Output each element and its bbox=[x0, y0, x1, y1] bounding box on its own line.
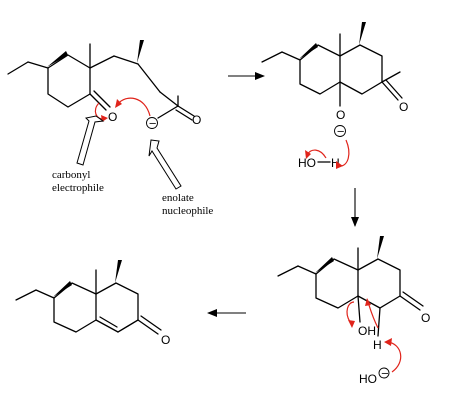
enone-alkene-bond bbox=[117, 319, 139, 333]
hydroxyl-group: OH bbox=[358, 324, 376, 338]
ethyl-bond-2 bbox=[27, 61, 49, 69]
hydroxide-attack-arrowhead bbox=[384, 338, 392, 346]
ketone-bond-a bbox=[177, 105, 195, 117]
enolate-carbon-bond bbox=[157, 105, 179, 119]
water-hydroxyl: HO bbox=[298, 156, 316, 170]
carbonyl-label-line1: carbonyl bbox=[52, 169, 90, 181]
right-ring bbox=[357, 258, 401, 309]
ethyl-bond-2 bbox=[297, 265, 317, 275]
chain-bond-3 bbox=[137, 63, 161, 93]
chain-bond-2 bbox=[113, 55, 139, 65]
ethyl-bond-2 bbox=[281, 51, 301, 61]
ethyl-wedge bbox=[315, 257, 334, 273]
left-ring bbox=[299, 44, 341, 95]
enone-double-bond bbox=[99, 316, 118, 328]
ch-bond-arrowhead bbox=[365, 298, 371, 306]
ring-methyl-wedge bbox=[115, 260, 122, 283]
ethyl-bond-1 bbox=[261, 51, 283, 63]
ketone-bond-a bbox=[399, 295, 421, 311]
carbonyl-label-line2: electrophile bbox=[52, 182, 104, 194]
alkoxide-charge-sign: − bbox=[337, 127, 345, 138]
ring-carbonyl-bond-a bbox=[89, 93, 107, 111]
ring-methyl-wedge bbox=[377, 236, 384, 259]
oh-leaving-arrow bbox=[346, 301, 355, 323]
enolate-attack-arrowhead bbox=[115, 99, 122, 108]
enolate-label-line1: enolate bbox=[162, 192, 194, 204]
enolate-pointer-arrow bbox=[148, 139, 182, 190]
ethyl-wedge bbox=[47, 51, 68, 67]
hydroxide-charge-sign: − bbox=[381, 369, 389, 380]
ketone-oxygen: O bbox=[421, 311, 430, 325]
ketone-bond-b bbox=[175, 109, 193, 121]
carbonyl-oxygen: O bbox=[108, 110, 117, 124]
ring-methyl-wedge bbox=[359, 22, 366, 45]
ethyl-bond-1 bbox=[277, 265, 299, 277]
alpha-hydrogen-bond bbox=[377, 307, 381, 337]
alkoxide-deprotonation-arrow bbox=[339, 139, 350, 167]
ethyl-wedge bbox=[299, 43, 318, 59]
ring-left-edge bbox=[47, 67, 91, 108]
carbanion-charge-sign: − bbox=[149, 119, 157, 130]
enolate-attack-arrow bbox=[117, 97, 151, 117]
ketone-bond-b bbox=[140, 315, 162, 331]
ketone-oxygen: O bbox=[399, 100, 408, 114]
structure-enolate-diketone: O O − carbonyl electrophile enolate nucl… bbox=[7, 40, 213, 217]
right-ring bbox=[95, 282, 139, 333]
hydroxide-attack-arrow bbox=[387, 341, 402, 373]
chain-methyl-wedge bbox=[137, 40, 144, 63]
alpha-hydrogen: H bbox=[373, 338, 382, 352]
carbanion-charge-circle bbox=[146, 117, 158, 129]
alkoxide-deprotonation-arrowhead bbox=[336, 161, 343, 169]
alkoxide-charge-circle bbox=[334, 125, 346, 137]
ring-carbonyl-bond-b bbox=[93, 90, 111, 108]
ethyl-bond-1 bbox=[7, 61, 29, 75]
ketone-bond-a bbox=[381, 81, 399, 101]
ketone-bond-b bbox=[402, 291, 424, 307]
hydroxyl-bond bbox=[357, 295, 361, 323]
enolate-label-line2: nucleophile bbox=[162, 205, 213, 217]
structure-aldol-alcohol: O OH H HO − bbox=[277, 236, 430, 386]
structure-enone-product: O bbox=[15, 260, 170, 347]
alkoxide-oxygen: O bbox=[336, 108, 345, 122]
carbonyl-pointer-arrow bbox=[76, 115, 105, 166]
structure-alkoxide: O O − HO H bbox=[261, 22, 408, 170]
ketone-bond-b bbox=[385, 79, 403, 99]
oh-leaving-arrowhead bbox=[348, 320, 355, 328]
oh-bond-break-arrowhead bbox=[305, 150, 311, 159]
ketone-oxygen: O bbox=[192, 113, 201, 127]
ethyl-wedge bbox=[53, 281, 72, 297]
right-ring bbox=[339, 44, 383, 95]
hydroxide-charge-circle bbox=[378, 367, 390, 379]
ethyl-bond-2 bbox=[35, 289, 55, 299]
hydroxide-ion: HO bbox=[359, 372, 377, 386]
water-hydrogen: H bbox=[331, 156, 340, 170]
ketone-bond-a bbox=[137, 319, 159, 335]
ethyl-bond-1 bbox=[15, 289, 37, 301]
chain-bond-1 bbox=[89, 55, 115, 69]
chain-bond-4 bbox=[159, 91, 179, 107]
ring-top-edge bbox=[47, 54, 91, 69]
right-ring-top bbox=[381, 71, 401, 83]
ketone-oxygen: O bbox=[161, 333, 170, 347]
